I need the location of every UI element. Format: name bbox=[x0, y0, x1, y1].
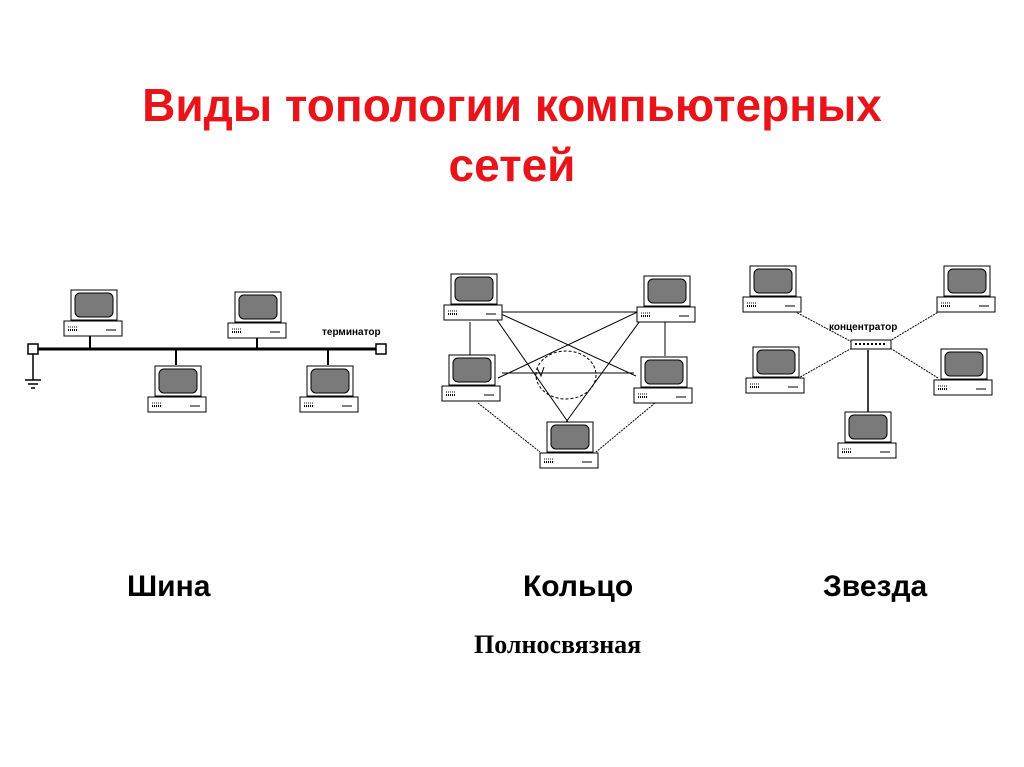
ground-icon bbox=[25, 354, 41, 389]
page-title-line2: сетей bbox=[448, 139, 576, 191]
page-title-line1: Виды топологии компьютерных bbox=[142, 79, 882, 131]
computer-icon bbox=[837, 411, 897, 459]
computer-icon bbox=[299, 365, 359, 413]
bus-diagram: терминатор bbox=[25, 289, 387, 413]
computer-icon bbox=[63, 289, 123, 337]
computer-icon bbox=[443, 273, 503, 321]
caption-ring: Кольцо bbox=[523, 570, 634, 603]
computer-icon bbox=[933, 348, 993, 396]
terminator-label: терминатор bbox=[322, 327, 381, 338]
caption-mesh: Полносвязная bbox=[474, 630, 642, 659]
caption-bus: Шина bbox=[127, 570, 211, 603]
computer-icon bbox=[227, 291, 287, 339]
terminator-left bbox=[27, 343, 39, 355]
star-diagram: концентратор bbox=[742, 265, 996, 459]
computer-icon bbox=[742, 265, 802, 313]
caption-star: Звезда bbox=[823, 570, 928, 603]
computer-icon bbox=[147, 365, 207, 413]
computer-icon bbox=[745, 346, 805, 394]
terminator-right bbox=[375, 343, 387, 355]
mesh-ring-diagram bbox=[441, 273, 696, 469]
computer-icon bbox=[539, 421, 599, 469]
computer-icon bbox=[936, 265, 996, 313]
hub-label: концентратор bbox=[829, 322, 897, 333]
computer-icon bbox=[441, 354, 501, 402]
computer-icon bbox=[636, 275, 696, 323]
computer-icon bbox=[633, 356, 693, 404]
